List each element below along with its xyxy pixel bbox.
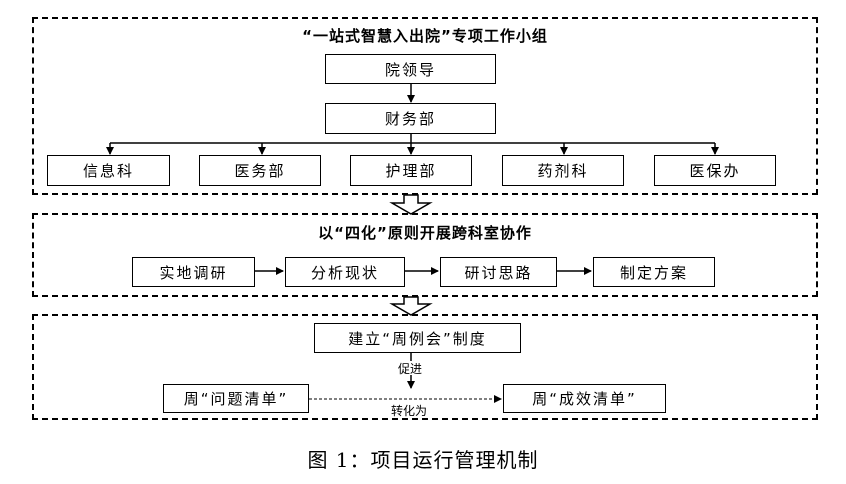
collaboration-section: 以“四化”原则开展跨科室协作 (32, 213, 818, 297)
result-list-box: 周“成效清单” (503, 384, 666, 413)
working-group-title: “一站式智慧入出院”专项工作小组 (302, 27, 548, 45)
collaboration-title: 以“四化”原则开展跨科室协作 (318, 224, 532, 242)
meeting-section (32, 314, 818, 420)
problem-list-box: 周“问题清单” (163, 384, 309, 413)
step-box: 研讨思路 (440, 257, 557, 287)
department-box: 护理部 (350, 155, 472, 186)
weekly-meeting-box: 建立“周例会”制度 (314, 323, 521, 353)
department-box: 医务部 (199, 155, 321, 186)
step-box: 分析现状 (285, 257, 405, 287)
step-box: 实地调研 (132, 257, 255, 287)
department-box: 药剂科 (502, 155, 624, 186)
figure-caption: 图 1：项目运行管理机制 (307, 448, 539, 472)
transform-label: 转化为 (391, 404, 428, 418)
department-box: 医保办 (654, 155, 776, 186)
working-group-section: “一站式智慧入出院”专项工作小组 (32, 17, 818, 195)
hospital-leadership-box: 院领导 (325, 54, 496, 84)
finance-department-box: 财务部 (325, 103, 496, 134)
promote-label: 促进 (398, 362, 423, 376)
department-box: 信息科 (47, 155, 170, 186)
step-box: 制定方案 (593, 257, 715, 287)
